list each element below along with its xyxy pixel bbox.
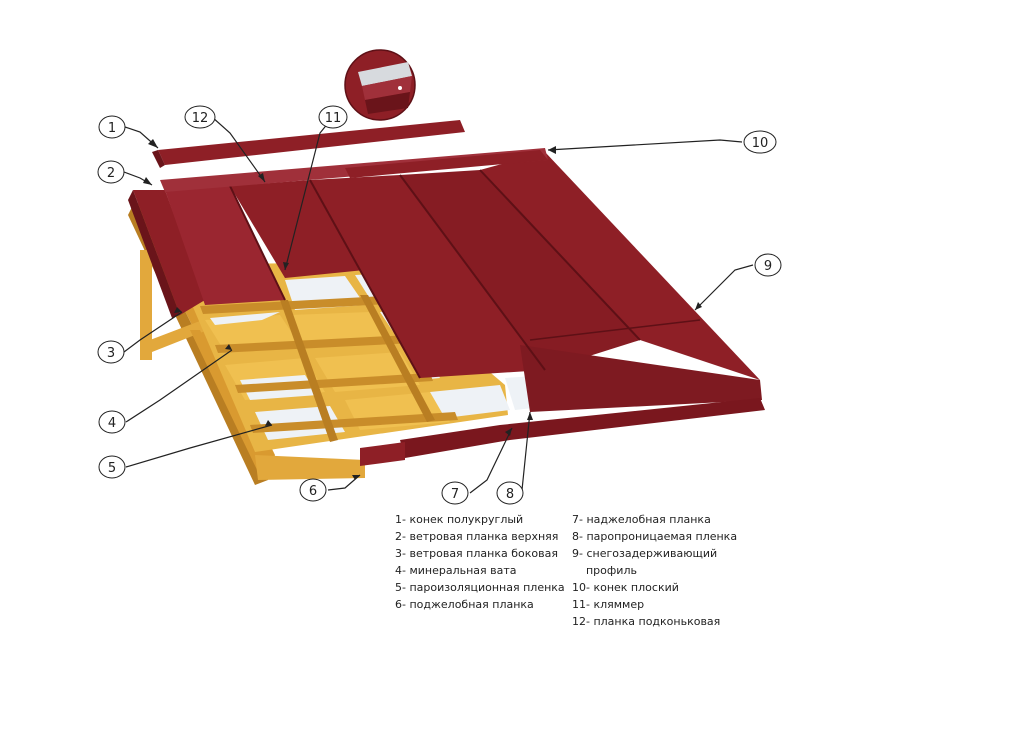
legend-item: 1- конек полукруглый xyxy=(395,513,524,526)
legend-item: 8- паропроницаемая пленка xyxy=(572,530,738,543)
svg-text:4: 4 xyxy=(108,416,116,431)
callout-11: 11 xyxy=(318,105,348,129)
callout-3: 3 xyxy=(97,340,125,364)
clamp-detail-inset xyxy=(344,49,416,121)
roof-panels xyxy=(128,152,765,466)
callout-1: 1 xyxy=(98,115,126,139)
legend-item: 7- наджелобная планка xyxy=(572,513,711,526)
legend-left-column: 1- конек полукруглый 2- ветровая планка … xyxy=(395,511,565,613)
legend-item: 10- конек плоский xyxy=(572,581,679,594)
svg-text:8: 8 xyxy=(506,487,514,502)
legend-item: 4- минеральная вата xyxy=(395,564,517,577)
callout-6: 6 xyxy=(299,478,327,502)
ridge-parts xyxy=(152,120,548,192)
svg-text:7: 7 xyxy=(451,487,459,502)
callout-10: 10 xyxy=(743,130,777,154)
legend-item: 9- снегозадерживающий xyxy=(572,547,718,560)
legend-item: профиль xyxy=(572,564,637,577)
svg-text:5: 5 xyxy=(108,461,116,476)
legend-item: 5- пароизоляционная пленка xyxy=(395,581,565,594)
callout-4: 4 xyxy=(98,410,126,434)
legend-item: 6- поджелобная планка xyxy=(395,598,534,611)
svg-text:10: 10 xyxy=(752,136,769,151)
svg-text:2: 2 xyxy=(107,166,115,181)
svg-text:11: 11 xyxy=(325,111,342,126)
lath-grid xyxy=(175,262,560,452)
legend-item: 2- ветровая планка верхняя xyxy=(395,530,559,543)
legend-item: 3- ветровая планка боковая xyxy=(395,547,558,560)
svg-text:12: 12 xyxy=(192,111,209,126)
callout-2: 2 xyxy=(97,160,125,184)
legend-item: 12- планка подконьковая xyxy=(572,615,721,628)
legend-right-column: 7- наджелобная планка 8- паропроницаемая… xyxy=(572,511,737,630)
svg-text:3: 3 xyxy=(107,346,115,361)
callout-9: 9 xyxy=(754,253,782,277)
legend-item: 11- кляммер xyxy=(572,598,645,611)
callout-5: 5 xyxy=(98,455,126,479)
svg-text:1: 1 xyxy=(108,121,116,136)
callout-7: 7 xyxy=(441,481,469,505)
callout-12: 12 xyxy=(184,105,216,129)
svg-text:6: 6 xyxy=(309,484,317,499)
leader-arrowheads xyxy=(143,139,702,480)
callout-8: 8 xyxy=(496,481,524,505)
svg-text:9: 9 xyxy=(764,259,772,274)
